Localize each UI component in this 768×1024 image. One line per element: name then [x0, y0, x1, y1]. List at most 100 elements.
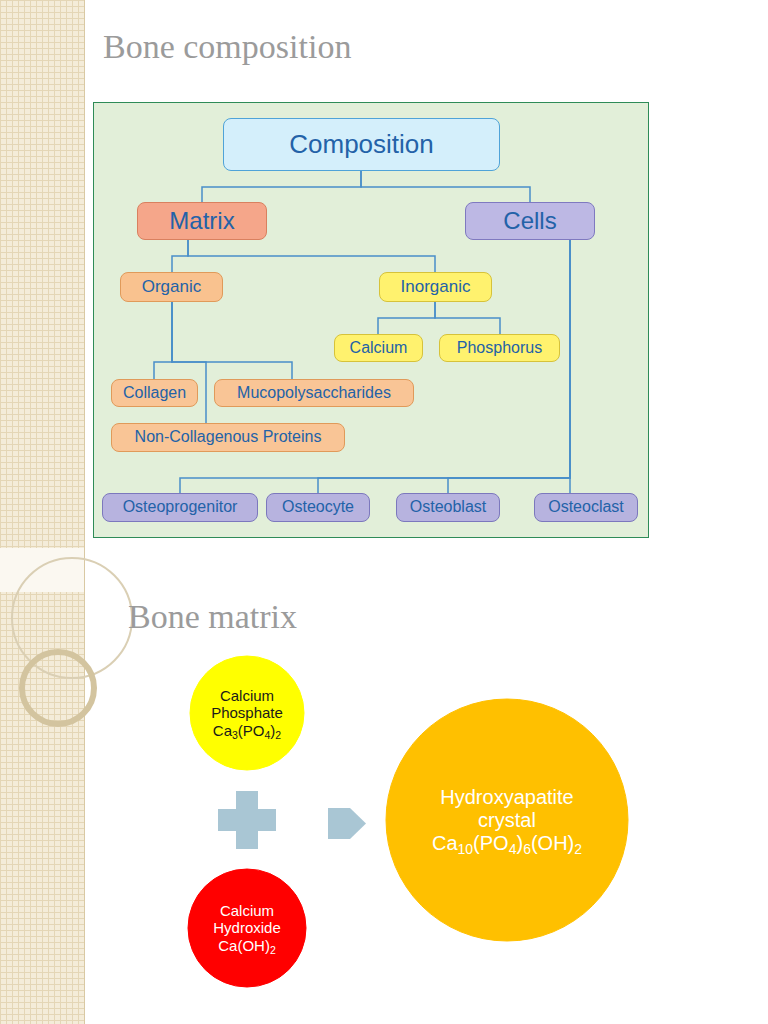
- text-run: (OH): [531, 832, 574, 854]
- text-run: Non-Collagenous Proteins: [135, 428, 322, 445]
- slide-title: Bone composition: [103, 28, 351, 66]
- diagram-panel: [94, 103, 649, 538]
- cell-type-box: Osteoblast: [396, 493, 500, 522]
- tree-connector: [188, 240, 435, 272]
- node-label: Phosphorus: [457, 339, 542, 357]
- text-run: Calcium: [350, 339, 408, 356]
- stripe-border: [84, 0, 85, 1024]
- node-label: Osteoblast: [410, 498, 486, 516]
- tree-connector: [172, 240, 188, 272]
- formula-subscript: 4: [509, 841, 517, 857]
- chemical-formula: Ca(OH)2: [218, 937, 276, 954]
- tree-connector: [435, 302, 500, 334]
- circle-shape: [188, 869, 306, 987]
- node-label: Mucopolysaccharides: [237, 384, 391, 402]
- node-label: Matrix: [169, 207, 234, 235]
- subcategory-box: Organic: [120, 272, 223, 302]
- component-box: Non-Collagenous Proteins: [111, 423, 345, 452]
- node-label: Osteocyte: [282, 498, 354, 516]
- category-box: Matrix: [137, 202, 267, 240]
- formula-subscript: 10: [458, 841, 474, 857]
- node-content: Mucopolysaccharides: [215, 380, 413, 406]
- formula-subscript: 2: [270, 944, 276, 956]
- text-run: Inorganic: [401, 277, 471, 296]
- text-run: Collagen: [123, 384, 186, 401]
- text-run: Cells: [503, 207, 556, 234]
- node-content: Osteoblast: [397, 494, 499, 521]
- node-content: Hydroxyapatite crystalCa10(PO4)6(OH)2: [385, 698, 629, 942]
- formula-subscript: 2: [574, 841, 582, 857]
- node-label: Calcium Hydroxide: [199, 902, 295, 937]
- tree-connector: [172, 302, 292, 379]
- subcategory-box: Inorganic: [379, 272, 492, 302]
- node-label: Hydroxyapatite crystal: [421, 786, 593, 832]
- text-run: Ca: [213, 722, 232, 739]
- decor-ring: [12, 558, 132, 678]
- node-label: Non-Collagenous Proteins: [135, 428, 322, 446]
- formula-subscript: 4: [265, 729, 271, 741]
- cell-type-box: Osteoclast: [534, 493, 638, 522]
- text-run: Calcium Hydroxide: [213, 902, 281, 936]
- text-run: Mucopolysaccharides: [237, 384, 391, 401]
- node-content: Osteoclast: [535, 494, 637, 521]
- arrow-symbol: [328, 808, 366, 839]
- formula-subscript: 3: [232, 729, 238, 741]
- root-box: Composition: [223, 118, 500, 171]
- text-run: Composition: [289, 129, 434, 159]
- cell-type-box: Osteocyte: [266, 493, 370, 522]
- node-label: Osteoclast: [548, 498, 624, 516]
- product-circle: Hydroxyapatite crystalCa10(PO4)6(OH)2: [385, 698, 629, 942]
- node-content: Non-Collagenous Proteins: [112, 424, 344, 451]
- node-content: Organic: [121, 273, 222, 301]
- text-run: (PO: [473, 832, 509, 854]
- compound-circle: Calcium PhosphateCa3(PO4)2: [189, 655, 305, 771]
- stripe-band: [0, 548, 84, 592]
- node-content: Calcium HydroxideCa(OH)2: [187, 868, 307, 988]
- node-label: Composition: [289, 130, 434, 160]
- tree-connector: [569, 240, 571, 493]
- text-run: Osteocyte: [282, 498, 354, 515]
- node-label: Organic: [142, 277, 202, 297]
- node-content: Inorganic: [380, 273, 491, 301]
- tree-connector: [378, 302, 435, 334]
- text-run: Ca(OH): [218, 937, 270, 954]
- compound-circle: Calcium HydroxideCa(OH)2: [187, 868, 307, 988]
- text-run: Osteoblast: [410, 498, 486, 515]
- component-box: Mucopolysaccharides: [214, 379, 414, 407]
- node-content: Cells: [466, 203, 594, 239]
- tree-connector: [154, 302, 172, 379]
- component-box: Phosphorus: [439, 334, 560, 362]
- node-label: Osteoprogenitor: [123, 498, 238, 516]
- node-content: Collagen: [112, 380, 197, 406]
- node-label: Collagen: [123, 384, 186, 402]
- circle-shape: [386, 699, 628, 941]
- plus-symbol: [218, 791, 276, 849]
- category-box: Cells: [465, 202, 595, 240]
- circle-shape: [190, 656, 304, 770]
- text-run: Ca: [432, 832, 458, 854]
- node-content: Osteoprogenitor: [103, 494, 257, 521]
- section-heading: Bone matrix: [128, 598, 297, 636]
- tree-connector: [361, 171, 530, 202]
- text-run: ): [270, 722, 275, 739]
- node-content: Matrix: [138, 203, 266, 239]
- tree-connector: [318, 240, 570, 493]
- node-label: Calcium: [350, 339, 408, 357]
- formula-subscript: 2: [275, 729, 281, 741]
- text-run: Hydroxyapatite crystal: [440, 786, 573, 831]
- node-content: Calcium PhosphateCa3(PO4)2: [189, 655, 305, 771]
- node-label: Cells: [503, 207, 556, 235]
- decor-ring: [22, 652, 94, 724]
- text-run: Organic: [142, 277, 202, 296]
- node-content: Composition: [224, 119, 499, 170]
- component-box: Calcium: [334, 334, 423, 362]
- tree-connector: [180, 240, 570, 493]
- node-content: Osteocyte: [267, 494, 369, 521]
- chemical-formula: Ca10(PO4)6(OH)2: [432, 832, 582, 855]
- text-run: Osteoprogenitor: [123, 498, 238, 515]
- node-content: Phosphorus: [440, 335, 559, 361]
- text-run: Osteoclast: [548, 498, 624, 515]
- text-run: ): [516, 832, 523, 854]
- text-run: (PO: [238, 722, 265, 739]
